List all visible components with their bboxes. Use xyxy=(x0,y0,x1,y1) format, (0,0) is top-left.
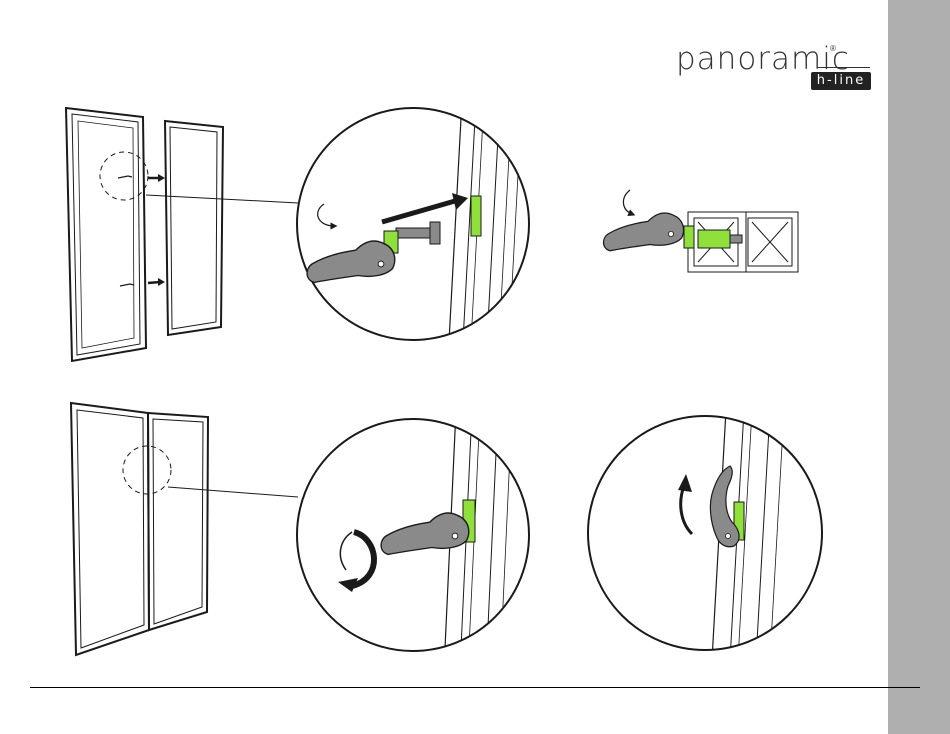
receiving-slot-green xyxy=(471,196,481,236)
profile-cross-section-detail xyxy=(604,190,798,272)
panel-right-separated xyxy=(165,121,223,335)
detail-circle-locked xyxy=(588,410,822,660)
detail-circle-insert xyxy=(297,100,529,360)
push-arrow-lower xyxy=(148,278,165,286)
detail-callout-ring-bottom xyxy=(123,446,171,494)
detail-callout-ring-top xyxy=(100,152,148,200)
panels-joined xyxy=(71,403,208,655)
footer-divider xyxy=(30,687,920,688)
detail-circle-rotate xyxy=(297,410,529,670)
panel-left-separated xyxy=(66,108,146,361)
push-arrow-upper xyxy=(148,174,165,182)
leader-line-bottom xyxy=(168,487,298,497)
page-sidebar xyxy=(888,0,950,734)
assembly-illustration xyxy=(0,0,888,734)
